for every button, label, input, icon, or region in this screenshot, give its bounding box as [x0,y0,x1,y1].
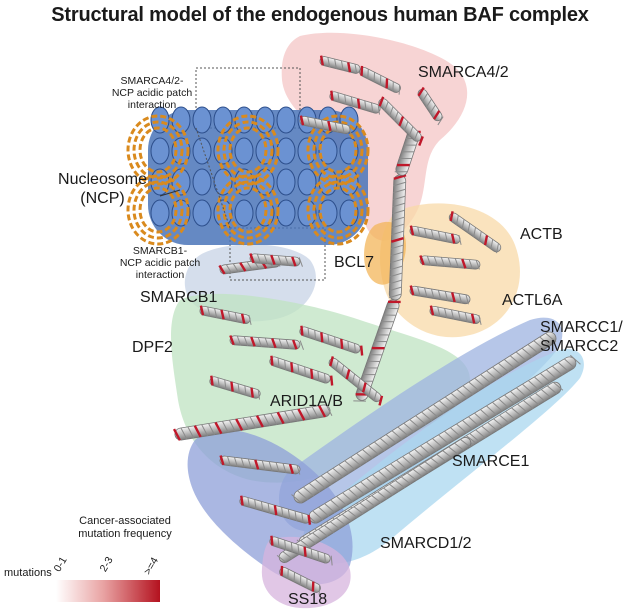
histone-helix [235,138,253,164]
histone-helix [277,107,295,133]
legend-mutations-label: mutations [4,567,52,579]
histone-helix [193,138,211,164]
smarcb1-ncp-annotation: SMARCB1- NCP acidic patch interaction [108,245,212,281]
label-actl6a: ACTL6A [502,291,562,310]
label-dpf2: DPF2 [132,338,173,357]
label-smarcd: SMARCD1/2 [380,534,472,553]
histone-helix [235,107,253,133]
smarca4-ncp-annotation: SMARCA4/2- NCP acidic patch interaction [108,75,196,111]
label-actb: ACTB [520,225,563,244]
histone-helix [298,200,316,226]
mutation-frequency-gradient [56,580,160,602]
histone-helix [319,138,337,164]
histone-helix [277,169,295,195]
label-bcl7: BCL7 [334,253,374,272]
label-smarcb1: SMARCB1 [140,288,217,307]
label-ss18: SS18 [288,590,327,609]
label-smarcc: SMARCC1/ SMARCC2 [540,318,623,356]
histone-helix [151,138,169,164]
label-nucleosome: Nucleosome (NCP) [45,170,160,208]
legend-title: Cancer-associated mutation frequency [60,515,190,541]
histone-helix [277,138,295,164]
histone-helix [235,200,253,226]
histone-helix [277,200,295,226]
label-smarca4: SMARCA4/2 [418,63,509,82]
histone-helix [193,169,211,195]
label-smarce1: SMARCE1 [452,452,529,471]
histone-helix [193,200,211,226]
label-arid1: ARID1A/B [270,392,343,411]
